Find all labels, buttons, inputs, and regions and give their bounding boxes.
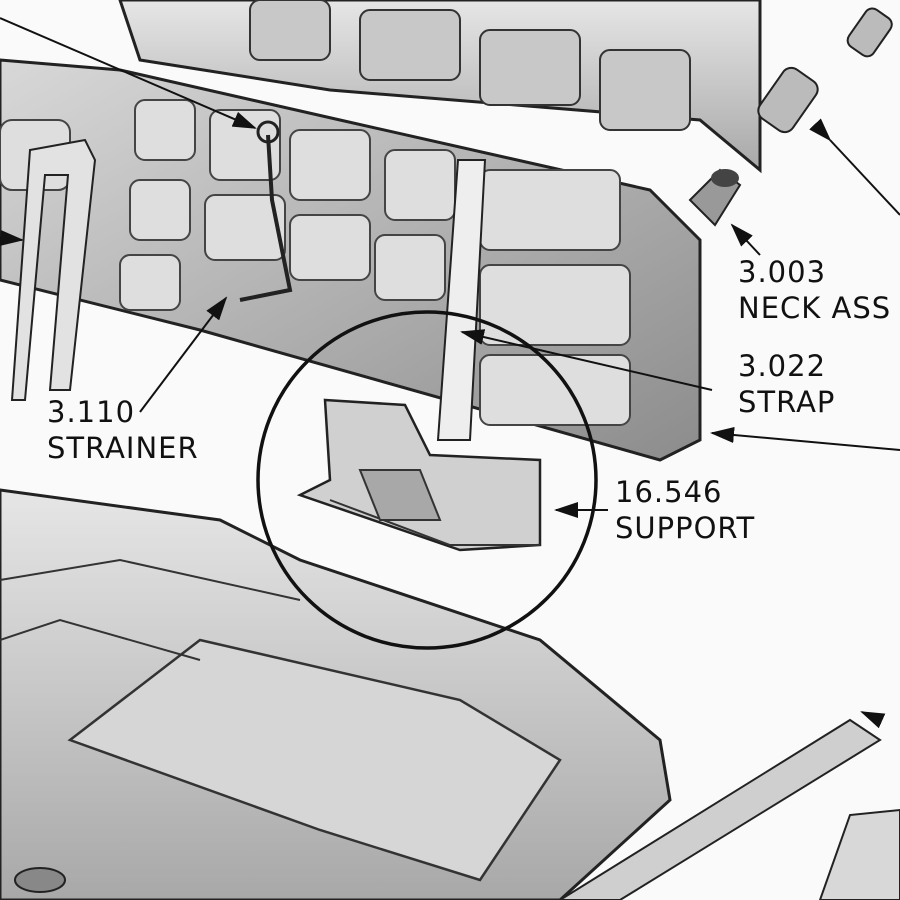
leader-lines [0,17,900,729]
callout-neck-assembly: 3.003 NECK ASS [738,254,891,326]
highlight-circle [256,310,598,650]
part-number: 3.022 [738,349,827,383]
fittings [757,7,893,134]
part-name: STRAINER [47,431,199,465]
callout-support: 16.546 SUPPORT [615,474,755,546]
part-name: SUPPORT [615,511,756,545]
part-name: STRAP [738,385,836,419]
part-name: NECK ASS [738,291,892,325]
part-number: 3.003 [738,255,827,289]
upper-panel [118,0,762,174]
part-number: 16.546 [615,475,723,509]
floor-pan [0,488,900,900]
callout-strainer: 3.110 STRAINER [47,394,199,466]
callout-strap: 3.022 STRAP [738,348,835,420]
part-number: 3.110 [47,395,136,429]
support-bracket [296,398,542,552]
fuel-tank [0,58,742,462]
